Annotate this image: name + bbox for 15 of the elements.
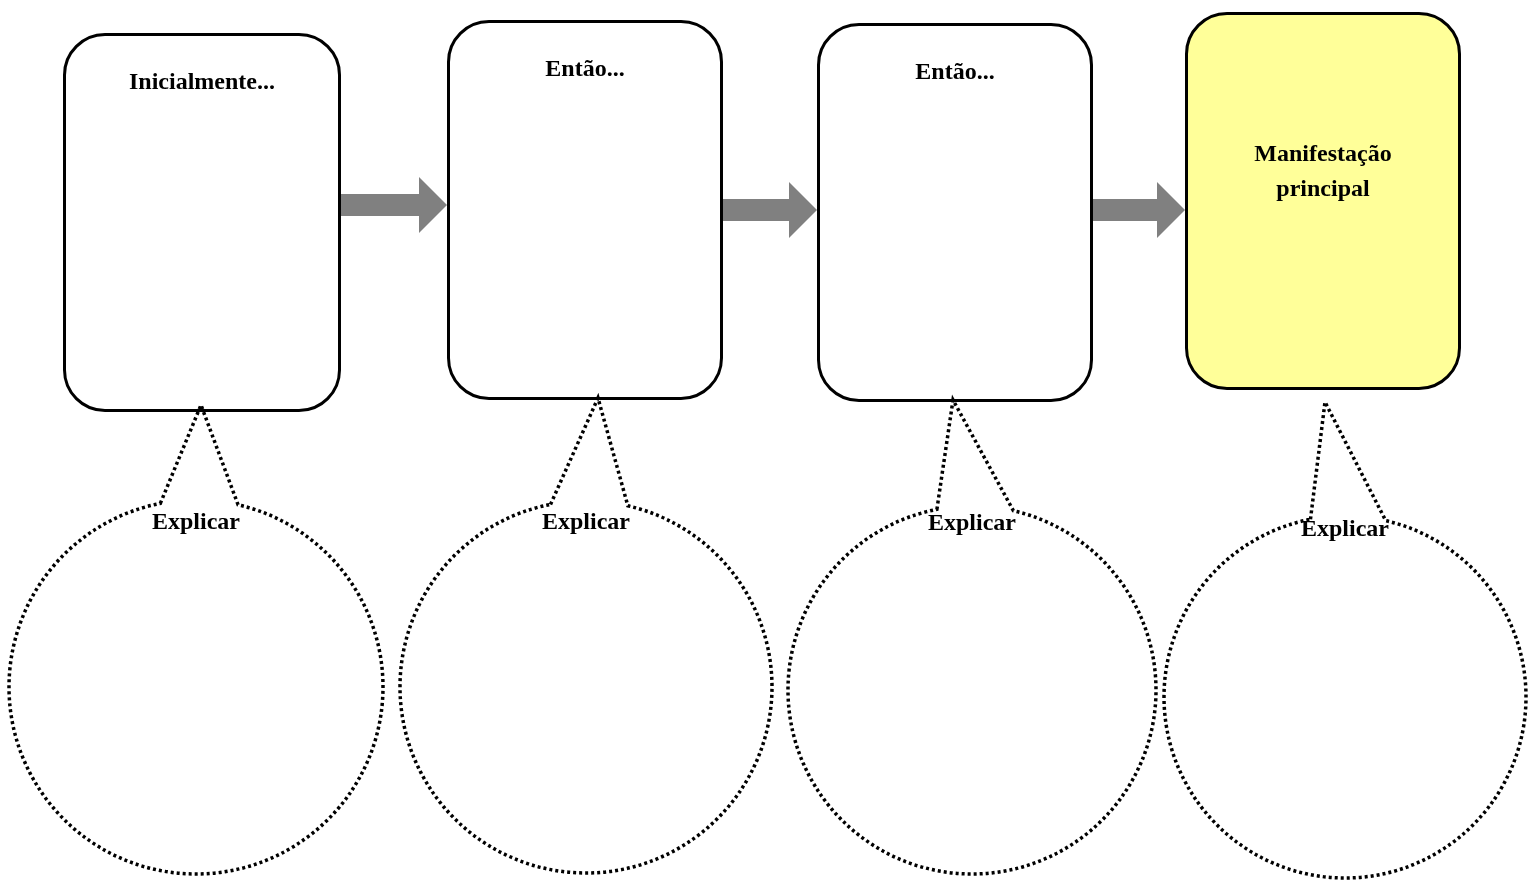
- bubble-label: Explicar: [1300, 515, 1390, 542]
- bubble-label: Explicar: [151, 508, 241, 535]
- block-arrow: [341, 177, 447, 233]
- step-title: Inicialmente...: [129, 67, 275, 96]
- step-box: [63, 33, 341, 412]
- step-title: Então...: [915, 57, 995, 86]
- step-box: [817, 23, 1093, 402]
- step-box: [1185, 12, 1461, 390]
- block-arrow: [1093, 182, 1185, 238]
- step-title: Manifestação principal: [1253, 139, 1393, 203]
- block-arrow: [723, 182, 817, 238]
- bubble-label: Explicar: [541, 508, 631, 535]
- step-box: [447, 20, 723, 400]
- step-title: Então...: [545, 54, 625, 83]
- bubble-label: Explicar: [927, 509, 1017, 536]
